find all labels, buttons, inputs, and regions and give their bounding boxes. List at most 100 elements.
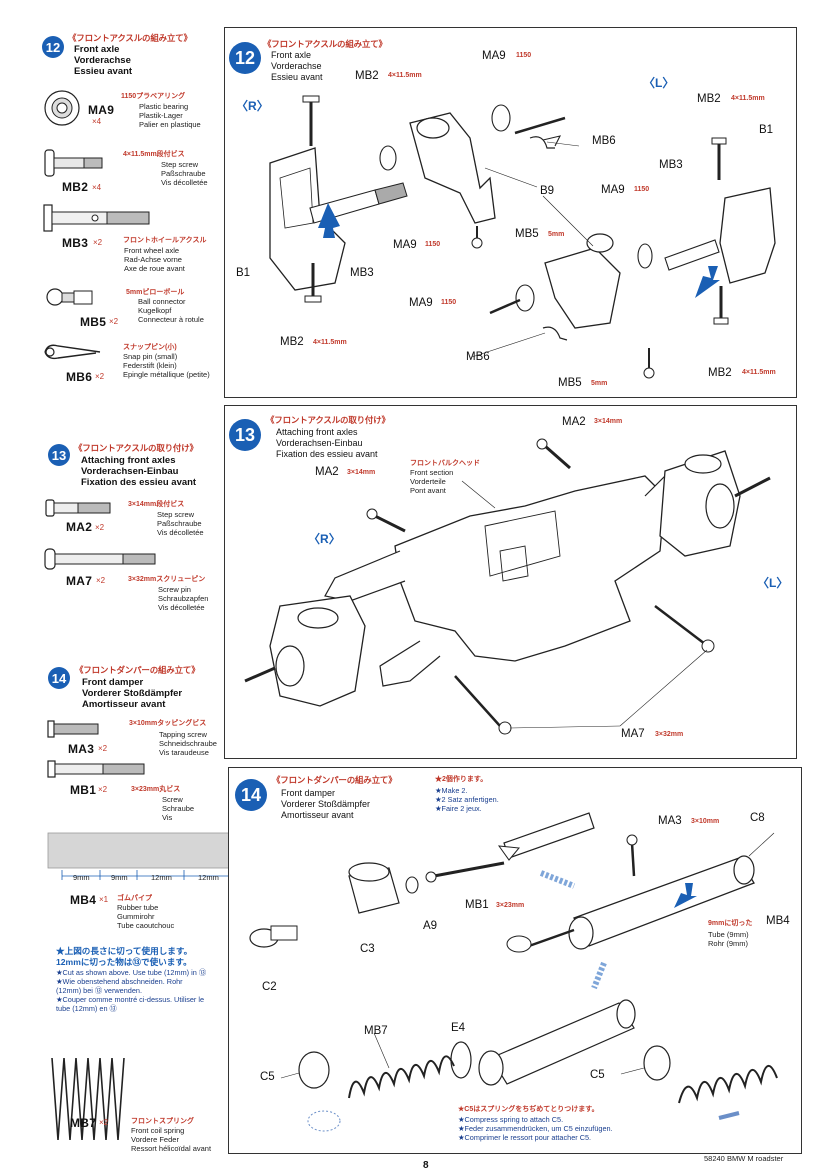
sidebar-mb7-qty: ×2 (99, 1118, 109, 1127)
sidebar-mb4-code: MB4 (70, 893, 97, 907)
sidebar-step13-title-fr: Fixation des essieu avant (81, 477, 197, 488)
sidebar-step12-title-jp: 《フロントアクスルの組み立て》 (68, 33, 192, 43)
p13-front-fr: Pont avant (410, 486, 446, 495)
tube-segment-1: 9mm (73, 873, 90, 882)
p12-ma9-bottom-spec: 1150 (441, 299, 457, 306)
sidebar-mb4-spec: ゴムパイプ (117, 895, 152, 902)
cut-note-fr1: ★Couper comme montré ci-dessus. Utiliser… (56, 995, 205, 1004)
sidebar-step13-title-jp: 《フロントアクスルの取り付け》 (74, 443, 198, 453)
sidebar-mb6-qty: ×2 (95, 372, 105, 381)
p12-mb5-bottom-spec: 5mm (591, 380, 608, 387)
cut-note-jp1: ★上図の長さに切って使用します。 (56, 946, 193, 956)
p12-ma9-mid-spec: 1150 (425, 241, 441, 248)
p12-ma9-right-spec: 1150 (634, 186, 650, 193)
p13-ma2-top: MA2 (562, 416, 586, 428)
panel-step14 (228, 767, 802, 1154)
sidebar-mb1-code: MB1 (70, 783, 97, 797)
sidebar-ma9-desc3: Palier en plastique (139, 120, 201, 129)
sidebar-step13-title-en: Attaching front axles (81, 455, 176, 466)
panel12-title-de: Vorderachse (271, 61, 322, 71)
sidebar-mb5-desc2: Kugelkopf (138, 306, 172, 315)
p14-c3: C3 (360, 943, 375, 955)
p14-make-de: ★2 Satz anfertigen. (435, 795, 499, 804)
p13-ma2-top-spec: 3×14mm (594, 418, 623, 425)
p12-mb5-bottom: MB5 (558, 377, 582, 389)
panel13-title-en: Attaching front axles (276, 427, 358, 437)
sidebar-step12-title-de: Vorderachse (74, 55, 131, 66)
p12-mb2-bottom-left-spec: 4×11.5mm (313, 339, 347, 346)
p12-mb2-top: MB2 (355, 70, 379, 82)
sidebar-ma7-desc1: Screw pin (158, 585, 191, 594)
sidebar-mb4-desc3: Tube caoutchouc (117, 921, 175, 930)
sidebar-mb1-desc2: Schraube (162, 804, 195, 813)
p14-mb4-en: Tube (9mm) (708, 930, 749, 939)
front-damper-assembly-drawing (249, 812, 778, 1132)
front-axle-mounting-drawing (244, 438, 771, 735)
panel12-badge: 12 (229, 42, 261, 74)
panel13-right-tag: 〈R〉 (308, 532, 341, 546)
sidebar-mb5-desc1: Ball connector (138, 297, 186, 306)
sidebar-ma3-spec: 3×10mmタッピングビス (129, 720, 207, 727)
p12-mb2-bottom-right-spec: 4×11.5mm (742, 369, 776, 376)
sidebar-ma7-qty: ×2 (96, 576, 106, 585)
panel-step12 (224, 27, 797, 398)
p14-mb1-spec: 3×23mm (496, 902, 525, 909)
sidebar-mb7-spec: フロントスプリング (131, 1118, 194, 1125)
sidebar-mb5-qty: ×2 (109, 317, 119, 326)
sidebar-mb3-spec: フロントホイールアクスル (123, 237, 207, 244)
sidebar-mb6-code: MB6 (66, 370, 93, 384)
sidebar-step14-title-en: Front damper (82, 677, 144, 688)
sidebar-mb5-code: MB5 (80, 315, 107, 329)
sidebar-mb2-desc1: Step screw (161, 160, 199, 169)
p12-mb2-top-spec: 4×11.5mm (388, 72, 422, 79)
panel13-title-fr: Fixation des essieu avant (276, 449, 378, 459)
p12-b1-left: B1 (236, 267, 251, 279)
sidebar-step14-badge: 14 (48, 667, 70, 689)
panel13-title-jp: 《フロントアクスルの取り付け》 (266, 415, 390, 425)
sidebar-ma2-desc3: Vis décolletée (157, 528, 204, 537)
p12-ma9-bottom: MA9 (409, 297, 433, 309)
p13-ma7-spec: 3×32mm (655, 731, 684, 738)
sidebar-ma7-code: MA7 (66, 574, 93, 588)
p12-ma9-mid: MA9 (393, 239, 417, 251)
panel12-title-fr: Essieu avant (271, 72, 323, 82)
sidebar-mb4-qty: ×1 (99, 895, 109, 904)
p12-mb3-left: MB3 (350, 267, 374, 279)
p12-b9: B9 (540, 185, 555, 197)
sidebar-ma2-code: MA2 (66, 520, 93, 534)
sidebar-ma3-desc3: Vis taraudeuse (159, 748, 209, 757)
sidebar-mb7-desc1: Front coil spring (131, 1126, 185, 1135)
p13-front-de: Vorderteile (410, 477, 446, 486)
p14-make-jp: ★2個作ります。 (435, 776, 488, 783)
sidebar-step12-badge: 12 (42, 36, 64, 58)
p14-ma3: MA3 (658, 815, 682, 827)
sidebar-mb1-spec: 3×23mm丸ビス (131, 786, 181, 793)
p14-make-en: ★Make 2. (435, 786, 468, 795)
panel14-badge: 14 (235, 779, 267, 811)
sidebar-ma7-desc3: Vis décolletée (158, 603, 205, 612)
cut-note-en: ★Cut as shown above. Use tube (12mm) in … (56, 968, 207, 977)
sidebar-ma9-desc1: Plastic bearing (139, 102, 189, 111)
p13-ma2-left: MA2 (315, 466, 339, 478)
p12-ma9-top-spec: 1150 (516, 52, 532, 59)
p13-ma2-left-spec: 3×14mm (347, 469, 376, 476)
sidebar-mb5-desc3: Connecteur à rotule (138, 315, 204, 324)
sidebar-mb3-desc3: Axe de roue avant (124, 264, 185, 273)
sidebar-ma2-qty: ×2 (95, 523, 105, 532)
p12-ma9-right: MA9 (601, 184, 625, 196)
sidebar-ma7-spec: 3×32mmスクリューピン (128, 576, 206, 583)
p14-spring-note-de: ★Feder zusammendrücken, um C5 einzufügen… (458, 1124, 613, 1133)
sidebar-mb6-desc3: Epingle métallique (petite) (123, 370, 210, 379)
sidebar-ma2-spec: 3×14mm段付ビス (128, 501, 185, 508)
p13-front-jp: フロントバルクヘッド (410, 460, 480, 467)
sidebar-mb3-desc2: Rad-Achse vorne (124, 255, 182, 264)
p14-spring-note-en: ★Compress spring to attach C5. (458, 1115, 564, 1124)
sidebar-mb3-desc1: Front wheel axle (124, 246, 180, 255)
p14-a9: A9 (423, 920, 438, 932)
cut-note-de1: ★Wie obenstehend abschneiden. Rohr (56, 977, 183, 986)
sidebar-mb1-desc1: Screw (162, 795, 183, 804)
sidebar-ma9-spec: 1150プラベアリング (121, 93, 186, 100)
sidebar-mb2-desc2: Paßschraube (161, 169, 206, 178)
p14-spring-note-jp: ★C5はスプリングをちぢめてとりつけます。 (458, 1106, 599, 1113)
p14-c2: C2 (262, 981, 277, 993)
